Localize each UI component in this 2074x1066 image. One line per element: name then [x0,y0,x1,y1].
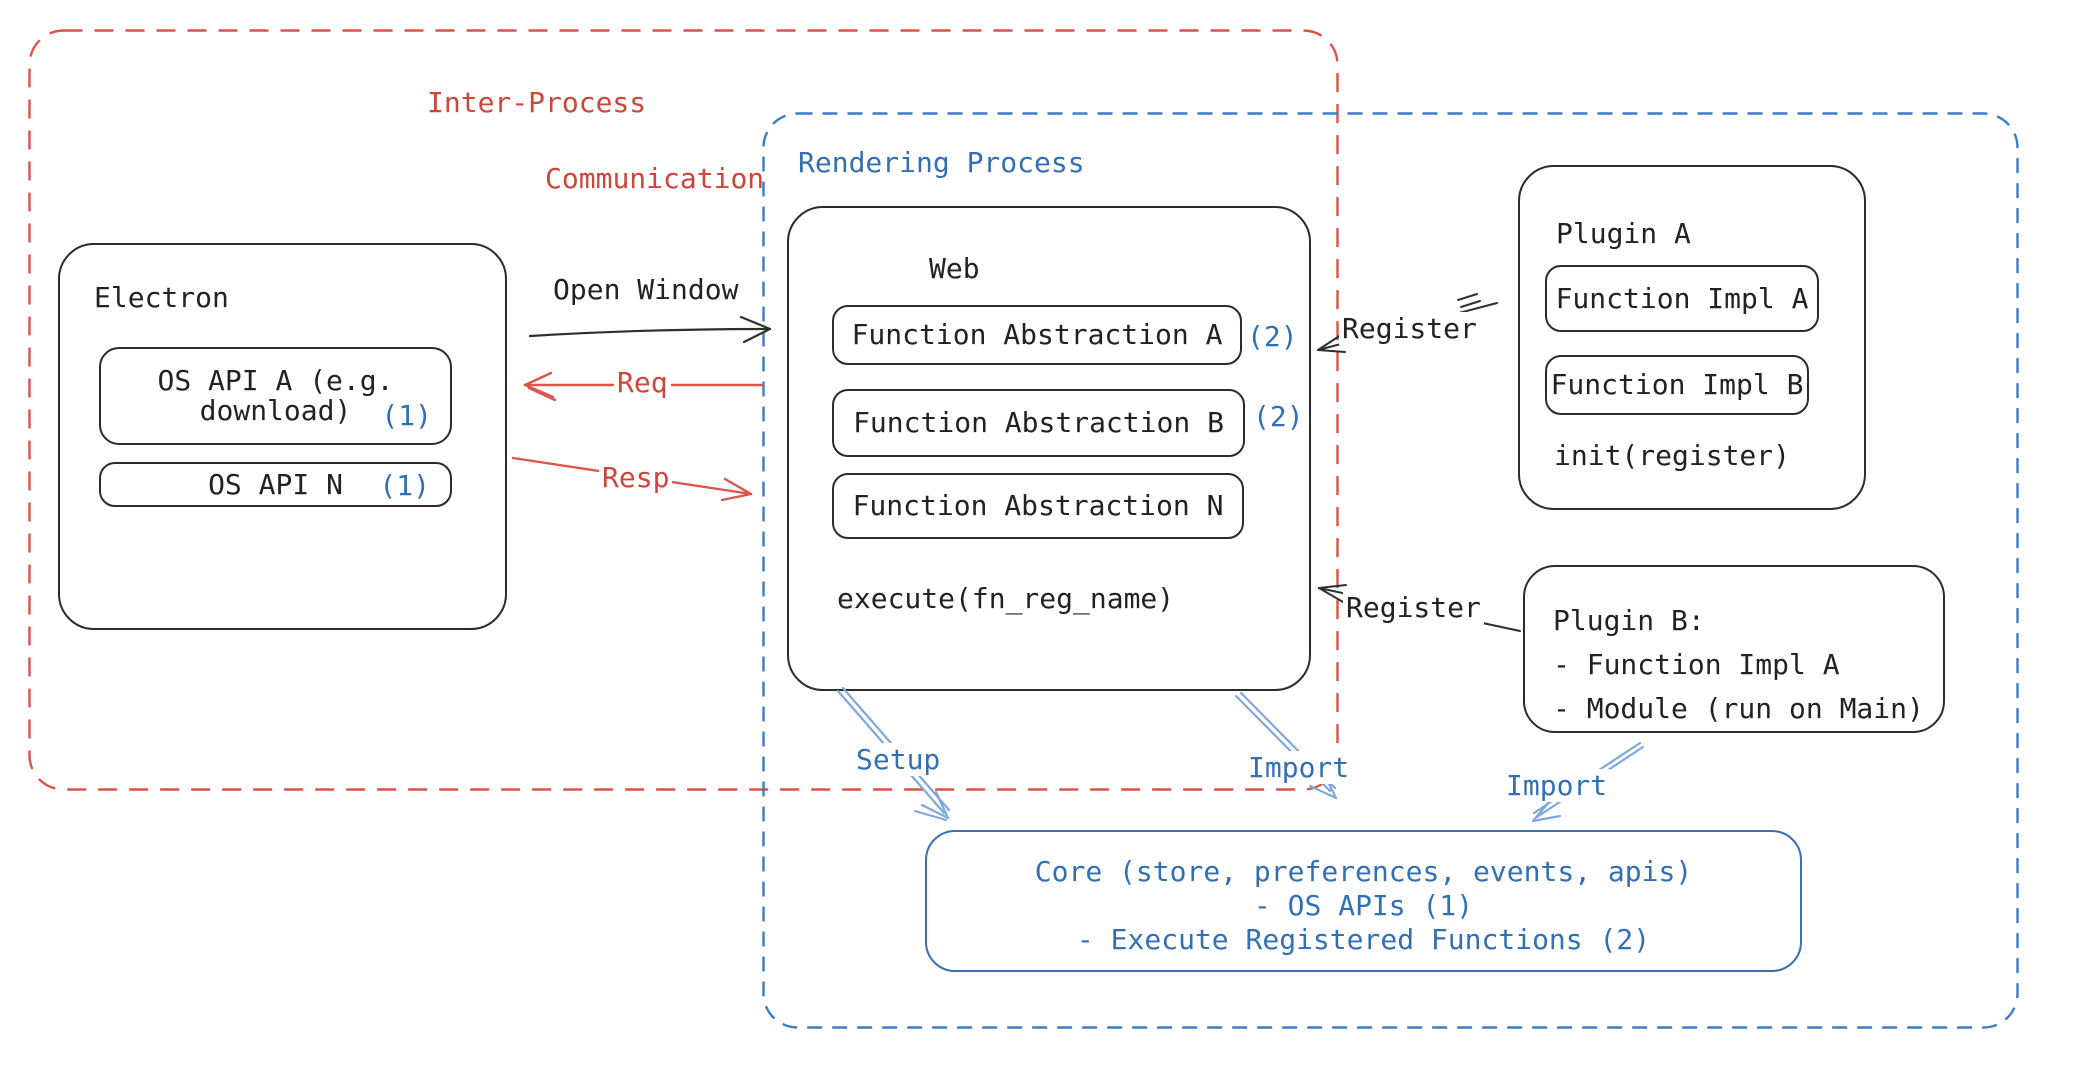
os-api-n-number: (1) [379,469,430,502]
function-abstraction-n-label: Function Abstraction N [852,489,1224,522]
ipc-label-line1: Inter-Process [427,86,647,119]
plugin-a-box: Plugin A Function Impl A Function Impl B… [1518,165,1866,510]
web-execute-label: execute(fn_reg_name) [837,582,1175,615]
core-line-2: - OS APIs (1) [1253,889,1474,922]
setup-label: Setup [853,743,944,776]
core-line-3: - Execute Registered Functions (2) [1076,923,1651,956]
open-window-label: Open Window [553,273,739,306]
ipc-label-line2: Communication [545,162,765,195]
function-abstraction-b-label: Function Abstraction B [853,406,1224,439]
os-api-n-label: OS API N [208,467,343,501]
req-label: Req [614,366,671,399]
plugin-a-init-label: init(register) [1554,439,1791,472]
core-line-1: Core (store, preferences, events, apis) [1034,855,1693,888]
web-box: Web Function Abstraction A (2) Function … [787,206,1311,691]
function-impl-b-label: Function Impl B [1550,368,1804,401]
os-api-a-label: OS API A (e.g.download) [157,364,394,427]
function-abstraction-b-number: (2) [1253,400,1304,433]
resp-label: Resp [599,461,673,494]
electron-box: Electron OS API A (e.g.download) (1) OS … [58,243,507,630]
register-plugin-b-label: Register [1343,591,1484,624]
plugin-b-item-module: - Module (run on Main) [1553,692,1924,725]
function-abstraction-n-box: Function Abstraction N [832,473,1244,539]
function-abstraction-a-label: Function Abstraction A [851,318,1223,351]
function-impl-a-label: Function Impl A [1555,281,1809,315]
ipc-region-label: Inter-Process Communication [427,84,764,198]
os-api-a-number: (1) [381,399,432,432]
import-plugin-b-label: Import [1503,769,1611,802]
function-abstraction-b-box: Function Abstraction B [832,389,1245,457]
os-api-n-box: OS API N (1) [99,462,452,507]
plugin-b-box: Plugin B: - Function Impl A - Module (ru… [1523,565,1945,733]
plugin-a-title: Plugin A [1556,217,1691,250]
import-web-label: Import [1245,751,1353,784]
rendering-region-label: Rendering Process [798,146,1085,179]
web-title: Web [929,252,980,285]
register-plugin-a-label: Register [1339,312,1480,345]
function-impl-b-box: Function Impl B [1545,355,1809,415]
electron-title: Electron [94,281,229,314]
core-box: Core (store, preferences, events, apis) … [925,830,1802,972]
os-api-a-box: OS API A (e.g.download) (1) [99,347,452,445]
plugin-b-title: Plugin B: [1553,604,1705,637]
function-abstraction-a-number: (2) [1247,320,1298,353]
function-abstraction-a-box: Function Abstraction A [832,305,1242,365]
function-impl-a-box: Function Impl A [1545,265,1819,332]
open-window-arrow [528,315,772,344]
plugin-b-item-function-impl-a: - Function Impl A [1553,648,1840,681]
